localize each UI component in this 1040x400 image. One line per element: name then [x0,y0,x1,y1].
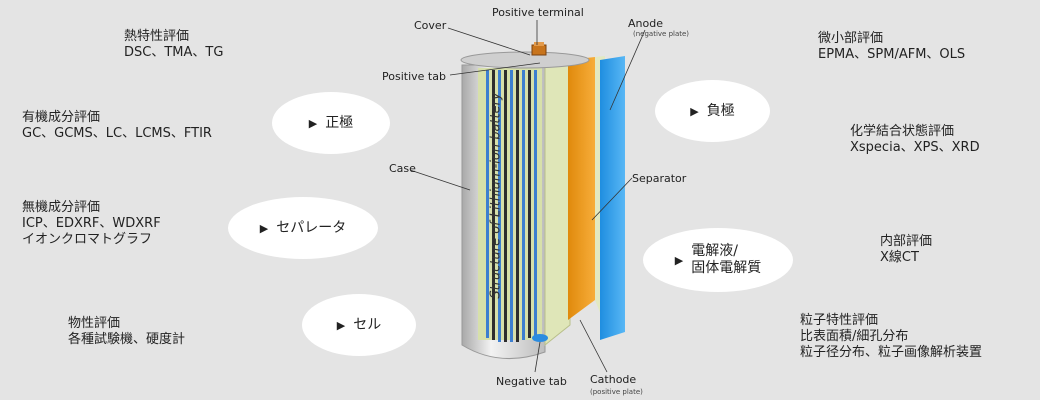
group-line: Xspecia、XPS、XRD [850,140,980,155]
electrode-roll [478,68,542,342]
battery-cover [460,51,590,69]
group-line: 比表面積/細孔分布 [800,329,909,344]
oval-label: セパレータ [276,219,347,236]
play-triangle-icon: ▶ [259,221,269,235]
chemical-state-group: 化学結合状態評価 Xspecia、XPS、XRD [850,124,980,156]
cathode-sublabel: (positive plate) [590,388,643,396]
group-title: 有機成分評価 [22,110,101,125]
particle-property-group: 粒子特性評価 比表面積/細孔分布 粒子径分布、粒子画像解析装置 [800,313,982,361]
group-title: 物性評価 [68,316,121,331]
cell-oval[interactable]: ▶ セル [302,294,416,356]
group-title: 無機成分評価 [22,200,101,215]
negative-tab-label: Negative tab [496,375,567,388]
separator-sheet [544,54,571,347]
group-line: 各種試験機、硬度計 [68,332,186,347]
oval-label: 電解液/ 固体電解質 [691,243,761,277]
anode-sublabel: (negative plate) [633,30,690,38]
group-line: 粒子径分布、粒子画像解析装置 [800,345,983,360]
positive-electrode-oval[interactable]: ▶ 正極 [272,92,390,154]
group-title: 粒子特性評価 [800,313,879,328]
negative-electrode-oval[interactable]: ▶ 負極 [655,80,770,142]
group-title: 内部評価 [880,234,933,249]
positive-terminal-label: Positive terminal [492,6,584,19]
separator-oval[interactable]: ▶ セパレータ [228,197,378,259]
positive-terminal [531,44,547,56]
play-triangle-icon: ▶ [308,116,318,130]
negative-tab [532,334,548,342]
organic-analysis-group: 有機成分評価 GC、GCMS、LC、LCMS、FTIR [22,110,212,142]
group-line: ICP、EDXRF、WDXRF [22,216,161,231]
group-line: GC、GCMS、LC、LCMS、FTIR [22,126,212,141]
group-title: 微小部評価 [818,31,884,46]
play-triangle-icon: ▶ [674,253,684,267]
oval-label-line: 電解液/ [691,243,738,259]
group-line: イオンクロマトグラフ [22,232,153,247]
group-title: 化学結合状態評価 [850,124,955,139]
oval-label-line: 固体電解質 [691,260,762,276]
oval-label: 正極 [325,114,354,131]
physical-property-group: 物性評価 各種試験機、硬度計 [68,316,185,348]
group-title: 熱特性評価 [124,29,190,44]
group-line: EPMA、SPM/AFM、OLS [818,47,966,62]
case-label: Case [389,162,416,175]
separator-label: Separator [632,172,687,185]
oval-label: セル [353,316,382,333]
internal-analysis-group: 内部評価 X線CT [880,234,932,266]
play-triangle-icon: ▶ [690,104,699,118]
play-triangle-icon: ▶ [336,318,346,332]
oval-label: 負極 [706,102,735,119]
cathode-label: Cathode [590,373,637,386]
thermal-analysis-group: 熱特性評価 DSC、TMA、TG [124,29,223,61]
cathode-sheet [568,57,595,320]
inorganic-analysis-group: 無機成分評価 ICP、EDXRF、WDXRF イオンクロマトグラフ [22,200,161,248]
cover-label: Cover [414,19,447,32]
positive-tab-label: Positive tab [382,70,446,83]
anode-label: Anode [628,17,663,30]
group-line: DSC、TMA、TG [124,45,224,60]
electrolyte-oval[interactable]: ▶ 電解液/ 固体電解質 [643,228,793,292]
micro-area-group: 微小部評価 EPMA、SPM/AFM、OLS [818,31,965,63]
group-line: X線CT [880,250,919,265]
